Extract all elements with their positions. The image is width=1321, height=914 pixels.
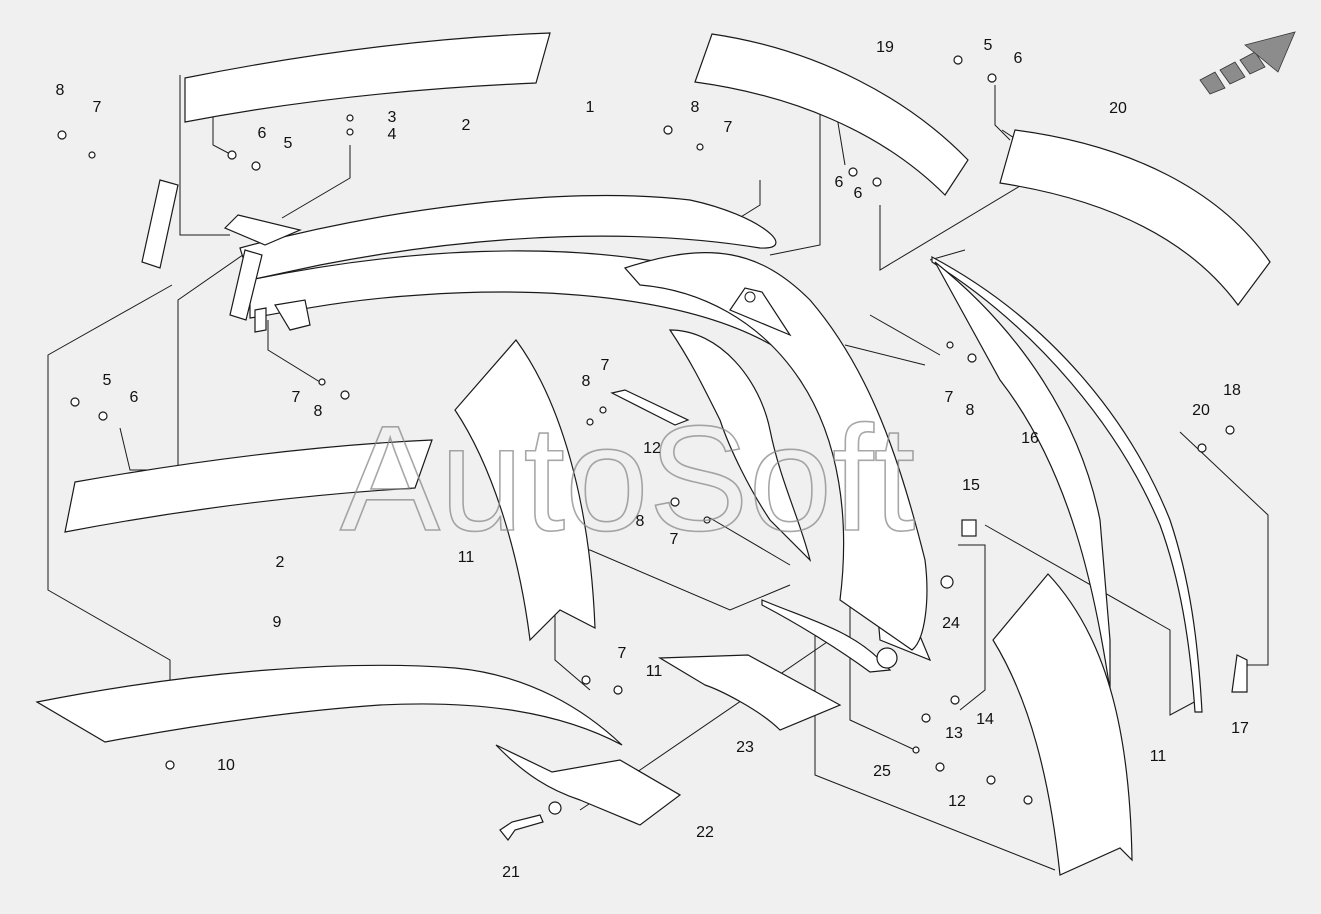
callout-label: 9	[273, 614, 282, 631]
watermark: AutoSoft	[340, 394, 915, 562]
callout-labels: 1223455566666777777788888891011111112121…	[56, 37, 1249, 881]
bracket-left-2	[229, 249, 263, 321]
callout-label: 8	[314, 403, 323, 420]
part-2-lower	[64, 439, 433, 533]
callout-label: 1	[586, 99, 595, 116]
part-20-left	[694, 33, 969, 196]
part-16-spacer	[961, 519, 977, 537]
callout-label: 2	[276, 554, 285, 571]
callout-label: 6	[1014, 50, 1023, 67]
part-9-strip	[35, 664, 623, 746]
callout-label: 13	[945, 725, 963, 742]
callout-label: 25	[873, 763, 891, 780]
callout-label: 11	[458, 549, 475, 566]
callout-label: 5	[984, 37, 993, 54]
callout-label: 7	[724, 119, 733, 136]
callout-label: 3	[388, 109, 397, 126]
callout-label: 8	[691, 99, 700, 116]
callout-label: 5	[103, 372, 112, 389]
callout-label: 23	[736, 739, 754, 756]
callout-label: 7	[670, 531, 679, 548]
callout-label: 22	[696, 824, 714, 841]
callout-label: 6	[835, 174, 844, 191]
callout-label: 12	[643, 440, 661, 457]
callout-label: 5	[284, 135, 293, 152]
callout-label: 16	[1021, 430, 1039, 447]
callout-label: 2	[462, 117, 471, 134]
part-25-nut	[940, 575, 954, 589]
forward-arrow-icon	[1199, 31, 1296, 95]
callout-label: 24	[942, 615, 960, 632]
callout-label: 8	[636, 513, 645, 530]
callout-label: 7	[292, 389, 301, 406]
part-20-right	[999, 129, 1271, 307]
part-24-shield	[657, 654, 842, 731]
callout-label: 21	[502, 864, 520, 881]
beam-lug-hole	[744, 291, 756, 303]
callout-label: 7	[93, 99, 102, 116]
callout-label: 7	[618, 645, 627, 662]
callout-label: 6	[130, 389, 139, 406]
callout-label: 7	[601, 357, 610, 374]
bracket-tab-lower-2	[254, 307, 267, 333]
bracket-plate-4	[223, 214, 302, 246]
callout-label: 6	[258, 125, 267, 142]
lower-mount-boss	[876, 647, 898, 669]
bracket-tab-lower	[274, 299, 311, 331]
callout-label: 18	[1223, 382, 1241, 399]
callout-label: 17	[1231, 720, 1249, 737]
callout-label: 19	[876, 39, 894, 56]
part-11-left	[454, 339, 596, 642]
callout-label: 11	[1150, 748, 1167, 765]
part-1-main-beam	[239, 195, 777, 281]
part-13-plate	[610, 389, 690, 426]
part-18-clip	[1231, 654, 1248, 693]
part-17-strip	[931, 255, 1203, 713]
part-11-right	[992, 573, 1133, 876]
callout-label: 8	[56, 82, 65, 99]
beam-lug	[729, 287, 792, 337]
callout-label: 8	[966, 402, 975, 419]
callout-label: 14	[976, 711, 994, 728]
callout-label: 10	[217, 757, 235, 774]
callout-label: 15	[962, 477, 980, 494]
lower-mount-bracket	[761, 599, 892, 673]
callout-label: 12	[948, 793, 966, 810]
bracket-left-1	[141, 179, 179, 269]
callout-label: 20	[1192, 402, 1210, 419]
fasteners	[57, 55, 1235, 842]
part-23-shield	[495, 744, 682, 826]
part-1-inner-arch	[623, 252, 928, 651]
callout-label: 7	[945, 389, 954, 406]
callout-label: 4	[388, 126, 397, 143]
callout-label: 11	[646, 663, 663, 680]
part-2-upper	[184, 32, 551, 123]
part-1-inner-panel	[668, 329, 812, 562]
callout-label: 20	[1109, 100, 1127, 117]
callout-label: 6	[854, 185, 863, 202]
callout-label: 8	[582, 373, 591, 390]
